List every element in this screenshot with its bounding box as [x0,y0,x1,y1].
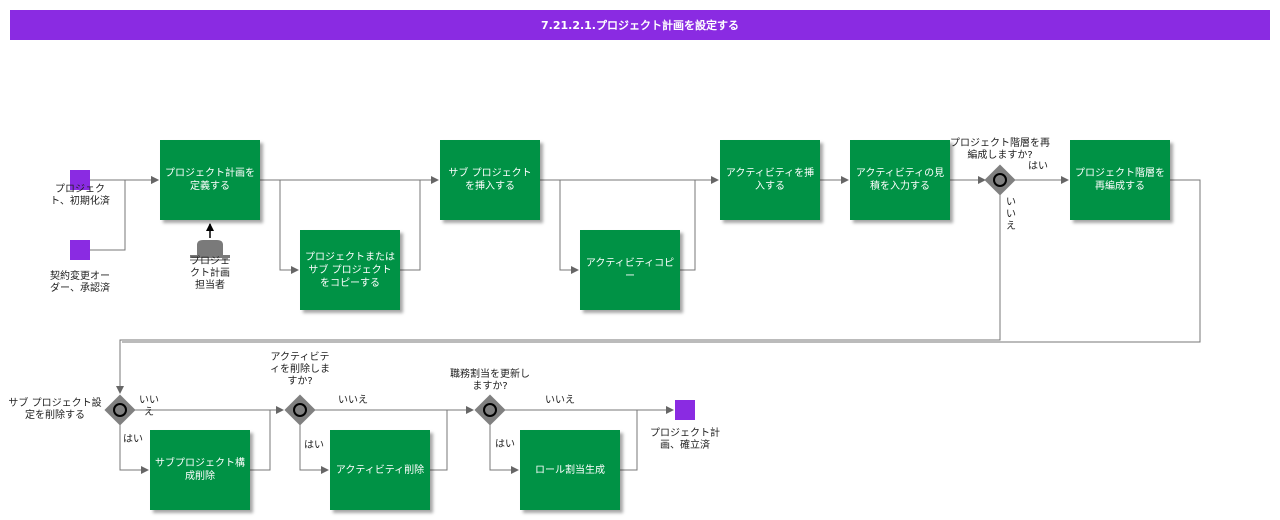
task-generate-role-assignment[interactable]: ロール割当生成 [520,430,620,510]
task-delete-subproject[interactable]: サブプロジェクト構成削除 [150,430,250,510]
flow-t7-g2 [122,179,1201,343]
gateway-g3-label: アクティビティを削除しますか? [270,352,330,387]
g4-yes-label: はい [495,439,515,450]
gateway-g2-shape [104,394,136,426]
g1-yes-label: はい [1028,161,1048,172]
g4-no-label: いいえ [545,395,575,406]
task-enter-estimates[interactable]: アクティビティの見積を入力する [850,140,950,220]
flow-t2-t3 [400,180,421,271]
end-event-label: プロジェクト計画、確立済 [650,428,720,451]
flow-g3-t9 [299,425,329,474]
flow-g4-t10 [489,425,519,474]
task-reorganize-hierarchy-label: プロジェクト階層を再編成する [1075,168,1165,192]
gateway-g4-shape [474,394,506,426]
g2-yes-label: はい [123,434,143,445]
start-event-1[interactable] [70,170,90,190]
g3-yes-label: はい [304,440,324,451]
flow-t4-t5 [680,180,696,271]
actor-icon [190,240,230,261]
task-reorganize-hierarchy[interactable]: プロジェクト階層を再編成する [1070,140,1170,220]
gateway-g4-label: 職務割当を更新しますか? [450,369,530,392]
task-copy-project-label: プロジェクトまたはサブ プロジェクトをコピーする [305,251,395,289]
task-insert-activity-label: アクティビティを挿入する [725,168,815,192]
flow-t8-g3 [250,410,271,471]
flow-t3-t4 [540,179,579,274]
actor-label: プロジェクト計画担当者 [190,256,230,291]
start-event-2[interactable] [70,240,90,260]
flow-g2-t8 [119,425,149,474]
start-event-2-label: 契約変更オーダー、承認済 [50,271,110,294]
task-copy-activity[interactable]: アクティビティコピー [580,230,680,310]
task-define-project-plan[interactable]: プロジェクト計画を定義する [160,140,260,220]
task-enter-estimates-label: アクティビティの見積を入力する [855,168,945,192]
flow-t1-t2 [260,179,299,274]
flow-g1-g2 [116,195,1001,394]
flow-t9-g4 [430,410,448,471]
gateway-g1-shape [984,164,1016,196]
g3-no-label: いいえ [338,395,368,406]
flow-start2-t1 [90,176,159,251]
g2-no-label: いいえ [139,395,159,418]
task-delete-subproject-label: サブプロジェクト構成削除 [155,458,245,482]
g1-no-label: いいえ [1006,197,1016,232]
task-generate-role-assignment-label: ロール割当生成 [535,464,605,476]
task-define-project-plan-label: プロジェクト計画を定義する [165,168,255,192]
end-event[interactable] [675,400,695,420]
gateway-g1-label: プロジェクト階層を再編成しますか? [950,138,1050,161]
task-delete-activity-label: アクティビティ削除 [335,464,425,476]
task-insert-subproject[interactable]: サブ プロジェクトを挿入する [440,140,540,220]
task-insert-subproject-label: サブ プロジェクトを挿入する [448,168,532,192]
task-delete-activity[interactable]: アクティビティ削除 [330,430,430,510]
task-copy-project[interactable]: プロジェクトまたはサブ プロジェクトをコピーする [300,230,400,310]
gateway-g3-shape [284,394,316,426]
page-title: 7.21.2.1.プロジェクト計画を設定する [10,10,1270,40]
start-event-1-label: プロジェクト、初期化済 [50,184,110,207]
task-copy-activity-label: アクティビティコピー [585,258,675,282]
flow-t10-end [620,410,638,471]
gateway-g2-label: サブ プロジェクト設定を削除する [8,398,102,421]
task-insert-activity[interactable]: アクティビティを挿入する [720,140,820,220]
